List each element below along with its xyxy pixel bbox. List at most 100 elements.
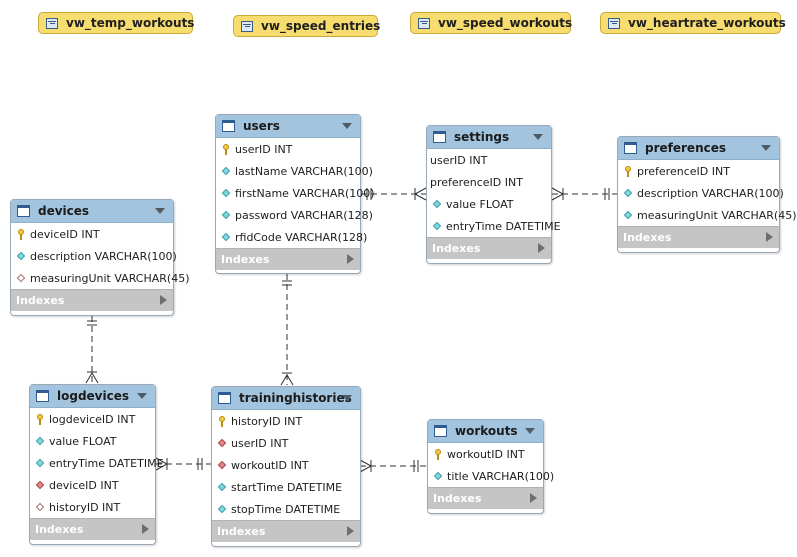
column-row[interactable]: measuringUnit VARCHAR(45) (11, 267, 190, 289)
column-row[interactable]: workoutID INT (428, 443, 543, 465)
column-label: lastName VARCHAR(100) (235, 164, 373, 178)
collapse-chevron-icon[interactable] (761, 145, 771, 151)
view-vw-speed-workouts[interactable]: vw_speed_workouts (410, 12, 573, 34)
column-row[interactable]: entryTime DATETIME (30, 452, 164, 474)
view-name: vw_speed_workouts (438, 16, 573, 30)
column-diamond-icon (36, 436, 45, 447)
indexes-label: Indexes (623, 231, 672, 244)
indexes-section[interactable]: Indexes (618, 226, 779, 248)
table-users[interactable]: users userID INT lastName VARCHAR(100) f… (215, 114, 375, 274)
table-devices[interactable]: devices deviceID INT description VARCHAR… (10, 199, 190, 316)
indexes-label: Indexes (432, 242, 481, 255)
table-icon (17, 205, 30, 217)
indexes-label: Indexes (16, 294, 65, 307)
indexes-section[interactable]: Indexes (212, 520, 360, 542)
column-row[interactable]: startTime DATETIME (212, 476, 360, 498)
collapse-chevron-icon[interactable] (533, 134, 543, 140)
expand-arrow-icon[interactable] (160, 295, 167, 305)
column-diamond-icon (433, 221, 442, 232)
column-diamond-icon (222, 188, 231, 199)
indexes-label: Indexes (217, 525, 266, 538)
column-label: workoutID INT (447, 447, 525, 461)
expand-arrow-icon[interactable] (347, 254, 354, 264)
rel-crowfoot (413, 187, 427, 201)
foreign-key-icon (218, 460, 227, 471)
column-row[interactable]: logdeviceID INT (30, 408, 155, 430)
column-label: entryTime DATETIME (49, 456, 164, 470)
column-row[interactable]: preferenceID INT (427, 171, 551, 193)
table-header[interactable]: users (216, 115, 360, 138)
indexes-section[interactable]: Indexes (11, 289, 173, 311)
rel-crowfoot (280, 374, 294, 386)
column-row[interactable]: measuringUnit VARCHAR(45) (618, 204, 797, 226)
collapse-chevron-icon[interactable] (525, 428, 535, 434)
column-label: measuringUnit VARCHAR(45) (30, 271, 190, 285)
table-header[interactable]: preferences (618, 137, 779, 160)
column-row[interactable]: userID INT (212, 432, 360, 454)
expand-arrow-icon[interactable] (766, 232, 773, 242)
column-row[interactable]: lastName VARCHAR(100) (216, 160, 373, 182)
column-label: deviceID INT (30, 227, 100, 241)
table-header[interactable]: traininghistories (212, 387, 360, 410)
indexes-section[interactable]: Indexes (30, 518, 155, 540)
column-label: firstName VARCHAR(100) (235, 186, 375, 200)
table-header[interactable]: logdevices (30, 385, 155, 408)
column-row[interactable]: userID INT (216, 138, 360, 160)
column-row[interactable]: workoutID INT (212, 454, 360, 476)
table-name: traininghistories (239, 391, 352, 405)
table-preferences[interactable]: preferences preferenceID INT description… (617, 136, 797, 253)
table-logdevices[interactable]: logdevices logdeviceID INT value FLOAT e… (29, 384, 164, 545)
column-row[interactable]: description VARCHAR(100) (11, 245, 177, 267)
table-traininghistories[interactable]: traininghistories historyID INT userID I… (211, 386, 361, 547)
view-vw-temp-workouts[interactable]: vw_temp_workouts (38, 12, 194, 34)
column-row[interactable]: title VARCHAR(100) (428, 465, 554, 487)
table-icon (433, 131, 446, 143)
primary-key-icon (36, 413, 45, 425)
column-label: stopTime DATETIME (231, 502, 341, 516)
column-label: value FLOAT (49, 434, 117, 448)
collapse-chevron-icon[interactable] (342, 395, 352, 401)
column-row[interactable]: historyID INT (30, 496, 155, 518)
column-row[interactable]: userID INT (427, 149, 551, 171)
indexes-section[interactable]: Indexes (216, 248, 360, 270)
column-label: value FLOAT (446, 197, 514, 211)
column-row[interactable]: rfidCode VARCHAR(128) (216, 226, 367, 248)
column-label: preferenceID INT (430, 175, 523, 189)
column-row[interactable]: preferenceID INT (618, 160, 779, 182)
column-row[interactable]: historyID INT (212, 410, 360, 432)
column-label: userID INT (231, 436, 289, 450)
indexes-label: Indexes (221, 253, 270, 266)
collapse-chevron-icon[interactable] (137, 393, 147, 399)
table-settings[interactable]: settings userID INT preferenceID INT val… (426, 125, 561, 264)
table-header[interactable]: workouts (428, 420, 543, 443)
column-row[interactable]: stopTime DATETIME (212, 498, 360, 520)
column-row[interactable]: entryTime DATETIME (427, 215, 561, 237)
table-icon (218, 392, 231, 404)
expand-arrow-icon[interactable] (538, 243, 545, 253)
primary-key-icon (218, 415, 227, 427)
column-row[interactable]: value FLOAT (30, 430, 155, 452)
column-row[interactable]: firstName VARCHAR(100) (216, 182, 375, 204)
view-vw-speed-entries[interactable]: vw_speed_entries (233, 15, 380, 37)
expand-arrow-icon[interactable] (347, 526, 354, 536)
collapse-chevron-icon[interactable] (155, 208, 165, 214)
table-header[interactable]: devices (11, 200, 173, 223)
column-row[interactable]: deviceID INT (30, 474, 155, 496)
column-diamond-icon (17, 251, 26, 262)
column-label: description VARCHAR(100) (637, 186, 784, 200)
expand-arrow-icon[interactable] (142, 524, 149, 534)
column-label: password VARCHAR(128) (235, 208, 373, 222)
column-row[interactable]: description VARCHAR(100) (618, 182, 784, 204)
collapse-chevron-icon[interactable] (342, 123, 352, 129)
expand-arrow-icon[interactable] (530, 493, 537, 503)
indexes-section[interactable]: Indexes (428, 487, 543, 509)
view-vw-heartrate-workouts[interactable]: vw_heartrate_workouts (600, 12, 786, 34)
table-header[interactable]: settings (427, 126, 551, 149)
column-row[interactable]: password VARCHAR(128) (216, 204, 373, 226)
column-row[interactable]: deviceID INT (11, 223, 173, 245)
table-workouts[interactable]: workouts workoutID INT title VARCHAR(100… (427, 419, 554, 514)
indexes-section[interactable]: Indexes (427, 237, 551, 259)
column-label: userID INT (430, 153, 488, 167)
column-row[interactable]: value FLOAT (427, 193, 551, 215)
